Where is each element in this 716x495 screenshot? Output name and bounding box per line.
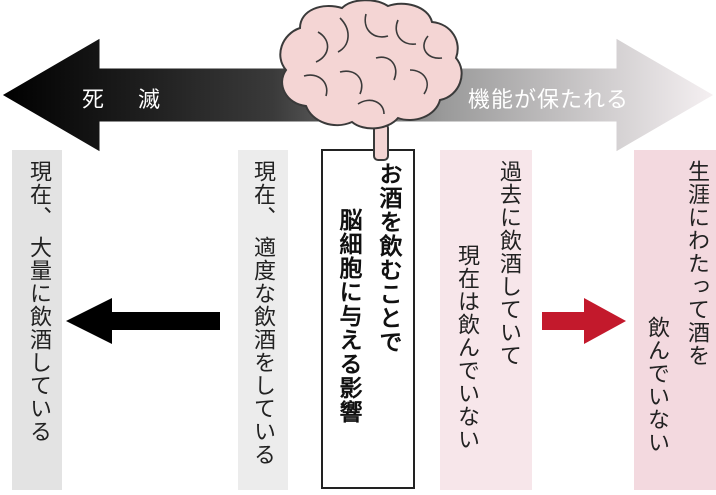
panel-never-line2: 飲んでいない [644, 316, 669, 454]
panel-moderate-line1: 現在、 [250, 160, 275, 229]
panel-never-line1: 生涯にわたって酒を [684, 160, 709, 367]
brain-stem-tube [373, 123, 389, 161]
center-panel [321, 149, 415, 489]
arrow-right-icon [542, 298, 626, 344]
brain-icon [279, 0, 463, 130]
panel-moderate [238, 150, 288, 490]
arrow-left-icon [66, 298, 220, 344]
panel-past-line1: 過去に飲酒していて [496, 160, 521, 367]
arrow-right-label: 機能が保たれる [468, 88, 630, 113]
panel-heavy [12, 150, 62, 490]
panel-heavy-line1: 現在、 [26, 160, 51, 229]
panel-past [440, 150, 532, 490]
center-line2: 脳細胞に与える影響 [335, 208, 361, 424]
panel-moderate-line2: 適度な飲酒をしている [250, 236, 275, 466]
arrow-left-label: 死 滅 [82, 88, 167, 113]
panel-never [634, 150, 716, 490]
panel-past-line2: 現在は飲んでいない [454, 244, 479, 451]
panel-heavy-line2: 大量に飲酒している [26, 236, 51, 443]
center-line1: お酒を飲むことで [375, 162, 401, 354]
